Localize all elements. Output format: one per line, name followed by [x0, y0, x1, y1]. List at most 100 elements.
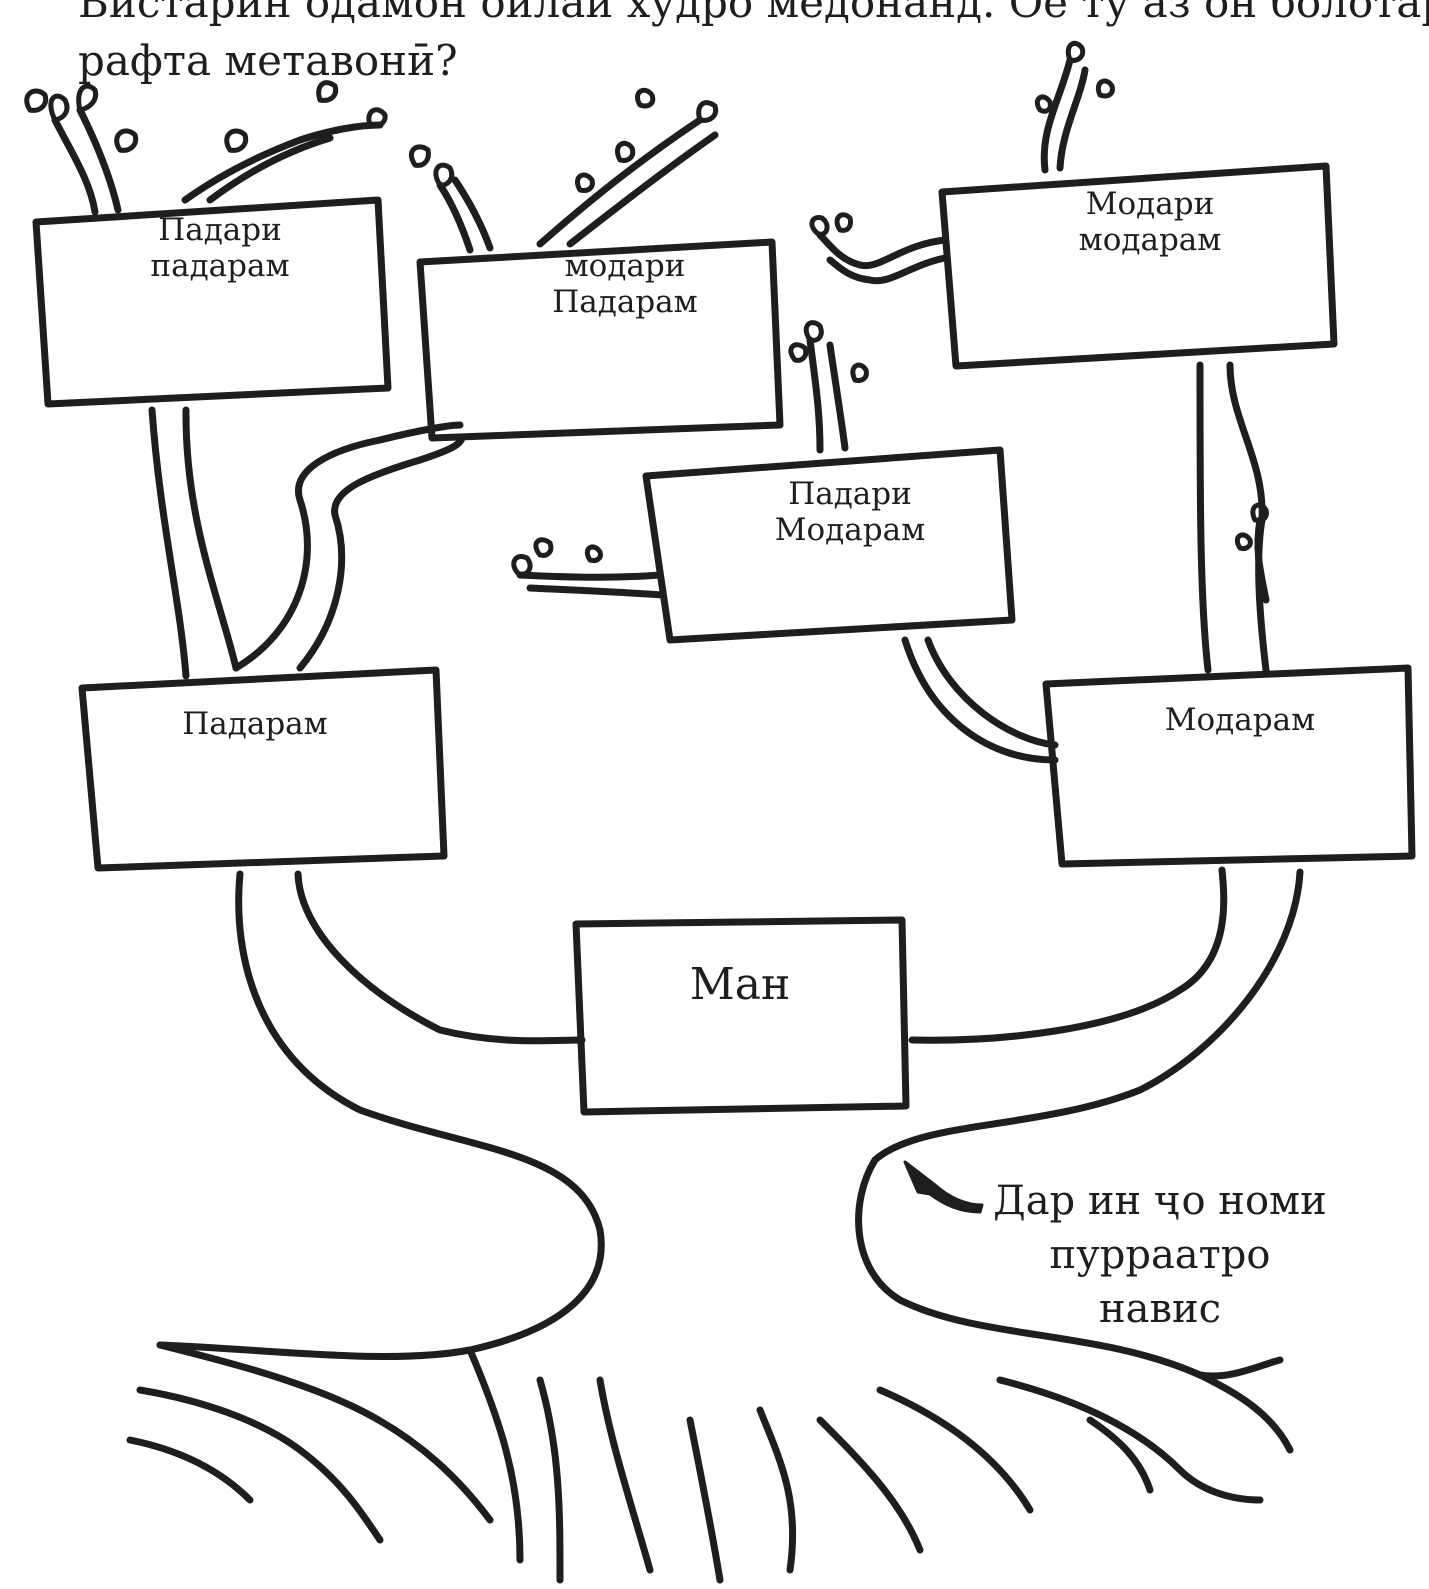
twig-pgm-1	[436, 181, 474, 254]
leaf-icon	[408, 144, 431, 168]
branch-father-to-pgf-a	[148, 406, 190, 680]
twig-pgm-4	[566, 131, 719, 248]
leaf-icon	[850, 362, 869, 383]
branch-father-to-pgf-b	[182, 406, 240, 672]
branch-father-to-pgm-b	[296, 434, 466, 672]
leaf-icon	[788, 342, 809, 363]
root-right-3	[996, 1376, 1264, 1504]
root-center-2	[756, 1406, 797, 1574]
box-me-frame	[572, 916, 910, 1116]
twig-pgf-4	[206, 134, 334, 204]
root-right-5	[1086, 1416, 1154, 1494]
note-line-3: навис	[1098, 1286, 1222, 1332]
box-maternal-grandmother: Модари модарам	[1020, 186, 1280, 258]
leaf-icon	[224, 128, 249, 153]
leaf-icon	[114, 128, 139, 153]
leaf-icon	[366, 107, 388, 129]
twig-mgf-2	[826, 341, 849, 452]
leaf-icon	[76, 83, 99, 113]
leaf-icon	[1250, 502, 1269, 523]
box-father-frame	[78, 666, 448, 872]
curved-arrow-icon	[903, 1160, 984, 1214]
leaf-icon	[433, 162, 455, 188]
twig-pgf-3	[181, 121, 384, 204]
box-me: Ман	[620, 960, 860, 1010]
twig-mgf-3	[516, 571, 664, 581]
trunk-right-outline	[855, 868, 1304, 1380]
box-label-line: Падари	[788, 476, 912, 512]
box-pgm-frame	[416, 238, 784, 442]
leaf-icon	[834, 212, 853, 233]
box-label-line: Модарам	[1164, 702, 1316, 738]
note-line-2: пурраатро	[1049, 1232, 1271, 1278]
box-mother-frame	[1042, 664, 1416, 868]
box-pgf-frame	[32, 196, 392, 408]
leaves	[24, 40, 1269, 578]
box-label-line: Падарам	[182, 706, 328, 742]
box-paternal-grandfather: Падари падарам	[100, 212, 340, 284]
box-label-line: Падари	[158, 212, 282, 248]
root-left-1	[156, 1341, 494, 1524]
twig-mgm-1	[1040, 56, 1074, 174]
write-name-note: Дар ин ҷо номи пурраатро навис	[990, 1174, 1330, 1336]
twig-mgf-1	[806, 336, 824, 454]
twig-mgm-2	[1056, 66, 1089, 172]
box-label-line: модари	[564, 248, 686, 284]
leaf-icon	[24, 88, 49, 113]
leaf-icon	[533, 537, 554, 558]
twig-pgf-2	[76, 106, 122, 214]
root-left-4	[466, 1346, 524, 1564]
intro-line-2: рафта метавонӣ?	[78, 36, 458, 85]
leaf-icon	[1034, 94, 1053, 114]
twig-mgm-4	[826, 254, 949, 285]
leaf-icon	[696, 100, 719, 123]
leaf-icon	[1096, 78, 1115, 99]
trunk-right-inner	[908, 866, 1228, 1044]
box-label-line: Модарам	[774, 512, 926, 548]
twig-pgm-3	[536, 116, 704, 248]
leaf-icon	[48, 93, 70, 123]
leaf-icon	[316, 80, 339, 103]
branch-mother-to-mgf-b	[924, 636, 1059, 749]
intro-text: Вистарин одамон оилаи худро медонанд. Ое…	[78, 0, 1429, 90]
box-label-line: модарам	[1078, 222, 1222, 258]
root-left-3	[126, 1436, 254, 1504]
box-label-line: Падарам	[552, 284, 698, 320]
branch-mother-to-mgm-a	[1196, 361, 1212, 674]
box-paternal-grandmother: модари Падарам	[500, 248, 750, 320]
box-mother: Модарам	[1110, 702, 1370, 738]
leaf-icon	[809, 215, 830, 238]
leaf-icon	[615, 140, 636, 163]
leaf-icon	[584, 544, 603, 563]
box-maternal-grandfather: Падари Модарам	[730, 476, 970, 548]
twig-pgf-1	[51, 116, 99, 216]
intro-line-1: Вистарин одамон оилаи худро медонанд. Ое…	[78, 0, 1429, 27]
root-right-4	[1196, 1371, 1294, 1454]
root-right-2	[876, 1386, 1034, 1514]
root-center-1	[686, 1416, 724, 1584]
box-mgf-frame	[642, 446, 1016, 644]
leaf-icon	[511, 554, 533, 578]
trunk-left-inner	[294, 870, 586, 1045]
leaf-icon	[1065, 40, 1086, 63]
leaf-icon	[803, 320, 824, 343]
root-left-6	[596, 1376, 654, 1574]
root-left-2	[136, 1386, 384, 1544]
box-mgm-frame	[938, 162, 1338, 370]
root-left-5	[536, 1376, 564, 1584]
twig-mgf-4	[526, 584, 666, 599]
branch-father-to-pgm-a	[232, 421, 464, 672]
box-label-line: Ман	[689, 959, 791, 1010]
box-label-line: падарам	[150, 248, 290, 284]
trunk-left-outline	[156, 870, 605, 1360]
twig-pgm-2	[451, 176, 494, 252]
twig-mgm-3	[816, 231, 949, 270]
leaf-icon	[575, 172, 595, 193]
root-right-1	[816, 1416, 924, 1554]
leaf-icon	[1234, 532, 1253, 551]
box-label-line: Модари	[1085, 186, 1215, 222]
note-line-1: Дар ин ҷо номи	[993, 1178, 1327, 1224]
box-father: Падарам	[130, 706, 380, 742]
